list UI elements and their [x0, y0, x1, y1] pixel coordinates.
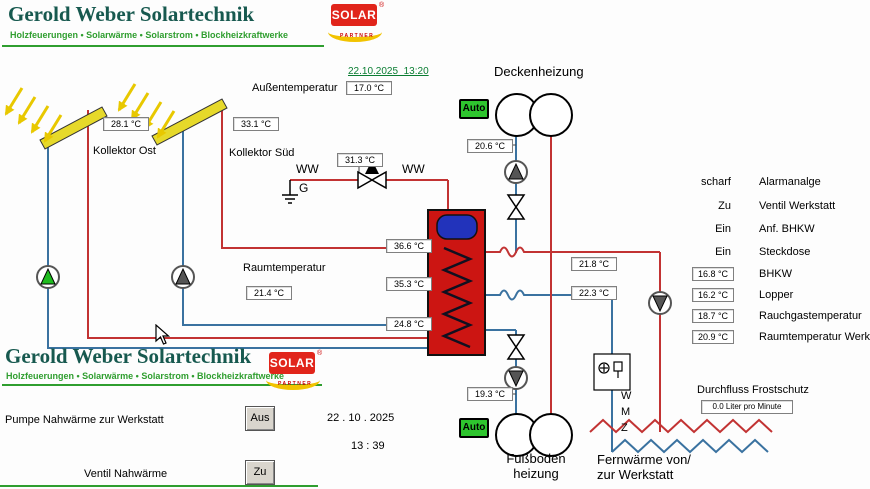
solar-partner-logo: SOLAR PARTNER ® [328, 2, 391, 52]
ww-label-left: WW [296, 162, 319, 176]
sun-rays-sued-icon [117, 83, 176, 139]
valve-ceiling[interactable] [506, 194, 526, 220]
remote-label-line1: Fernwärme von/ [597, 452, 691, 467]
ceiling-heating-label: Deckenheizung [494, 64, 584, 79]
pump-ceiling-circuit[interactable] [504, 160, 528, 184]
collector-ost-label: Kollektor Ost [93, 145, 156, 157]
solar-logo-box: SOLAR [331, 4, 377, 26]
bottom-edge-rule [0, 485, 318, 487]
valve-floor[interactable] [506, 334, 526, 360]
gauge-label: Raumtemperatur Werk [759, 331, 870, 343]
status-label: Ventil Werkstatt [759, 200, 836, 212]
ww-vent-icon [365, 160, 379, 174]
brand-rule [2, 45, 324, 47]
tank-top-temp: 36.6 °C [386, 239, 432, 253]
ww-temp: 31.3 °C [337, 153, 383, 167]
status-state: Ein [715, 223, 731, 235]
collector-ost-temp: 28.1 °C [103, 117, 149, 131]
status-label: Alarmanalge [759, 176, 821, 188]
wmz-letter: M [621, 406, 631, 418]
pump-floor-circuit[interactable] [504, 366, 528, 390]
heat-meter-icon [593, 353, 631, 391]
footer-date: 22 . 10 . 2025 [327, 412, 395, 424]
solar-logo-partner: PARTNER [340, 33, 375, 39]
registered-icon: ® [317, 350, 323, 357]
status-state: Zu [718, 200, 731, 212]
solar-logo-text: SOLAR [269, 356, 315, 370]
tank-domestic-water-zone [436, 214, 478, 240]
ceiling-auto-button[interactable]: Auto [459, 99, 489, 119]
solar-logo-text: SOLAR [331, 8, 377, 22]
ground-label: G [299, 181, 309, 195]
wmz-letter: Z [621, 422, 628, 434]
mouse-cursor-icon [155, 324, 171, 345]
remote-pump-button[interactable]: Aus [245, 406, 275, 431]
brand-title: Gerold Weber Solartechnik [8, 2, 255, 26]
gauge-label: Lopper [759, 289, 794, 301]
ww-label-right: WW [402, 162, 425, 176]
status-state: Ein [715, 246, 731, 258]
floor-label-line2: heizung [513, 466, 559, 481]
pump-collector-ost[interactable] [36, 265, 60, 289]
valve-ww[interactable] [357, 160, 387, 190]
brand-subtitle-bottom: Holzfeuerungen • Solarwärme • Solarstrom… [6, 371, 285, 381]
remote-label-line2: zur Werkstatt [597, 467, 674, 482]
remote-heat-label: Fernwärme von/ zur Werkstatt [597, 452, 691, 482]
tank-coil-icon [440, 246, 474, 349]
remote-valve-button[interactable]: Zu [245, 460, 275, 485]
tank-bottom-temp: 24.8 °C [386, 317, 432, 331]
floor-heating-label: Fußboden heizung [500, 451, 572, 481]
pump-collector-sued[interactable] [171, 265, 195, 289]
footer-time: 13 : 39 [351, 440, 385, 452]
remote-supply-zigzag [589, 418, 773, 434]
gauge-value: 18.7 °C [692, 309, 734, 323]
collector-sued-label: Kollektor Süd [229, 147, 295, 159]
outdoor-temp-value: 17.0 °C [346, 81, 392, 95]
collector-sued-temp: 33.1 °C [233, 117, 279, 131]
remote-return-temp: 22.3 °C [571, 286, 617, 300]
datetime-display: 22.10.2025 13:20 [348, 66, 429, 77]
outdoor-temp-label: Außentemperatur [252, 82, 338, 94]
sun-rays-ost-icon [4, 87, 63, 143]
status-state: scharf [701, 176, 731, 188]
collector-ost-panel [39, 106, 108, 150]
solar-partner-logo-bottom: SOLAR PARTNER ® [266, 350, 329, 400]
gauge-label: BHKW [759, 268, 792, 280]
registered-icon: ® [379, 2, 385, 9]
room-temp-value: 21.4 °C [246, 286, 292, 300]
brand-title-bottom: Gerold Weber Solartechnik [5, 344, 252, 368]
remote-valve-label: Ventil Nahwärme [84, 468, 168, 480]
remote-supply-temp: 21.8 °C [571, 257, 617, 271]
flow-value: 0.0 Liter pro Minute [701, 400, 793, 414]
pump-remote-circuit[interactable] [648, 291, 672, 315]
ground-symbol-icon [282, 180, 298, 204]
status-label: Steckdose [759, 246, 811, 258]
tank-middle-temp: 35.3 °C [386, 277, 432, 291]
collector-sued-panel [151, 98, 228, 146]
solar-logo-swoosh-icon [328, 22, 382, 42]
floor-radiator-icon [495, 413, 573, 457]
remote-return-zigzag [611, 438, 769, 454]
flow-label: Durchfluss Frostschutz [697, 384, 809, 396]
gauge-value: 20.9 °C [692, 330, 734, 344]
status-label: Anf. BHKW [759, 223, 815, 235]
ceiling-supply-temp: 20.6 °C [467, 139, 513, 153]
gauge-label: Rauchgastemperatur [759, 310, 862, 322]
brand-subtitle: Holzfeuerungen • Solarwärme • Solarstrom… [10, 30, 289, 40]
gauge-value: 16.2 °C [692, 288, 734, 302]
remote-pump-label: Pumpe Nahwärme zur Werkstatt [5, 414, 164, 426]
brand-rule-bottom [2, 384, 322, 386]
gauge-value: 16.8 °C [692, 267, 734, 281]
wmz-letter: W [621, 390, 632, 402]
floor-supply-temp: 19.3 °C [467, 387, 513, 401]
solar-logo-swoosh-icon [266, 370, 320, 390]
solar-logo-box: SOLAR [269, 352, 315, 374]
solar-logo-partner: PARTNER [278, 381, 313, 387]
room-temp-label: Raumtemperatur [243, 262, 326, 274]
floor-label-line1: Fußboden [506, 451, 566, 466]
floor-auto-button[interactable]: Auto [459, 418, 489, 438]
buffer-tank [427, 209, 486, 356]
ceiling-radiator-icon [495, 93, 573, 137]
